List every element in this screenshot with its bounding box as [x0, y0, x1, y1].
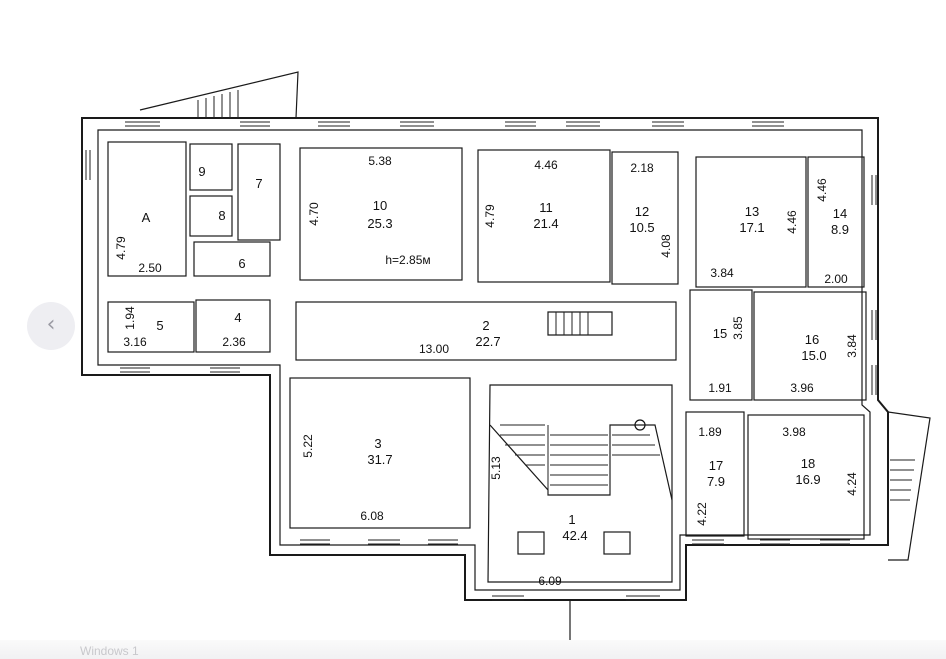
- room-area-12: 10.5: [629, 220, 654, 235]
- dim-384a: 3.84: [710, 266, 734, 280]
- inner-wall-outline: [97, 129, 871, 591]
- footer-text: Windows 1: [80, 644, 139, 658]
- dim-385: 3.85: [731, 316, 745, 340]
- room-area-10: 25.3: [367, 216, 392, 231]
- prev-arrow-button[interactable]: ‹: [27, 302, 75, 350]
- stair-wedge-right: [887, 411, 931, 561]
- dim-446b: 4.46: [785, 210, 799, 234]
- dim-422: 4.22: [695, 502, 709, 526]
- dim-479a: 4.79: [483, 204, 497, 228]
- room-area-17: 7.9: [707, 474, 725, 489]
- dim-446c: 4.46: [815, 178, 829, 202]
- dim-316: 3.16: [123, 335, 147, 349]
- dim-384b: 3.84: [845, 334, 859, 358]
- dim-218: 2.18: [630, 161, 654, 175]
- room-area-16: 15.0: [801, 348, 826, 363]
- room-7-outline: [237, 143, 281, 241]
- stair-treads-main: [500, 424, 660, 495]
- room-number-5: 5: [156, 318, 163, 333]
- windows: [85, 121, 877, 601]
- dim-479b: 4.79: [114, 236, 128, 260]
- room-6-outline: [193, 241, 271, 277]
- room-9-outline: [189, 143, 233, 191]
- room-number-12: 12: [635, 204, 649, 219]
- stair-wedge-top: [139, 71, 299, 119]
- column-left: [517, 531, 545, 555]
- room-number-15: 15: [713, 326, 727, 341]
- room-number-11: 11: [539, 200, 553, 215]
- dim-191: 1.91: [708, 381, 732, 395]
- dim-609: 6.09: [538, 574, 562, 588]
- dim-446a: 4.46: [534, 158, 558, 172]
- room-number-9: 9: [198, 164, 205, 179]
- room-number-13: 13: [745, 204, 759, 219]
- room-area-3: 31.7: [367, 452, 392, 467]
- room-area-18: 16.9: [795, 472, 820, 487]
- room-number-18: 18: [801, 456, 815, 471]
- zoom-cursor-icon: [634, 419, 646, 431]
- dim-396: 3.96: [790, 381, 814, 395]
- room-15-outline: [689, 289, 753, 401]
- room-13-outline: [695, 156, 807, 288]
- room-12-outline: [611, 151, 679, 285]
- stair-treads-right: [890, 459, 915, 501]
- room-16-outline: [753, 291, 867, 401]
- stair-treads-top: [197, 90, 239, 118]
- room-18-outline: [747, 414, 865, 540]
- dim-608: 6.08: [360, 509, 384, 523]
- room-8-outline: [189, 195, 233, 237]
- dim-408: 4.08: [659, 234, 673, 258]
- dim-200: 2.00: [824, 272, 848, 286]
- room-area-1: 42.4: [562, 528, 587, 543]
- room-a-outline: [107, 141, 187, 277]
- room-number-14: 14: [833, 206, 847, 221]
- dim-522: 5.22: [301, 434, 315, 458]
- chevron-left-icon: ‹: [46, 312, 56, 337]
- footer-bar: [0, 640, 946, 659]
- room-number-10: 10: [373, 198, 387, 213]
- room-number-17: 17: [709, 458, 723, 473]
- column-right: [603, 531, 631, 555]
- dim-1300: 13.00: [419, 342, 449, 356]
- room-2-outline: [295, 301, 677, 361]
- room-17-outline: [685, 411, 745, 537]
- room-10-outline: [299, 147, 463, 281]
- room-number-6: 6: [238, 256, 245, 271]
- room-11-outline: [477, 149, 611, 283]
- room-number-7: 7: [255, 176, 262, 191]
- room-5-outline: [107, 301, 195, 353]
- room-4-outline: [195, 299, 271, 353]
- room-number-3: 3: [374, 436, 381, 451]
- dim-424: 4.24: [845, 472, 859, 496]
- dim-513: 5.13: [489, 456, 503, 480]
- room-area-13: 17.1: [739, 220, 764, 235]
- dim-538: 5.38: [368, 154, 392, 168]
- room-number-a: А: [142, 210, 151, 225]
- dim-236: 2.36: [222, 335, 246, 349]
- room-number-16: 16: [805, 332, 819, 347]
- room-number-2: 2: [482, 318, 489, 333]
- room-1-outline: [487, 384, 673, 583]
- dim-194: 1.94: [123, 306, 137, 330]
- dim-470: 4.70: [307, 202, 321, 226]
- room-area-11: 21.4: [533, 216, 558, 231]
- room-area-2: 22.7: [475, 334, 500, 349]
- room-number-1: 1: [568, 512, 575, 527]
- room-14-outline: [807, 156, 865, 288]
- room-3-outline: [289, 377, 471, 529]
- stair-landing: [489, 424, 673, 501]
- ceiling-height: h=2.85м: [385, 253, 430, 267]
- dim-250: 2.50: [138, 261, 162, 275]
- room-number-4: 4: [234, 310, 241, 325]
- dim-189: 1.89: [698, 425, 722, 439]
- corridor-stair: [547, 311, 613, 336]
- dim-398: 3.98: [782, 425, 806, 439]
- room-number-8: 8: [218, 208, 225, 223]
- room-area-14: 8.9: [831, 222, 849, 237]
- outer-wall: [81, 117, 889, 601]
